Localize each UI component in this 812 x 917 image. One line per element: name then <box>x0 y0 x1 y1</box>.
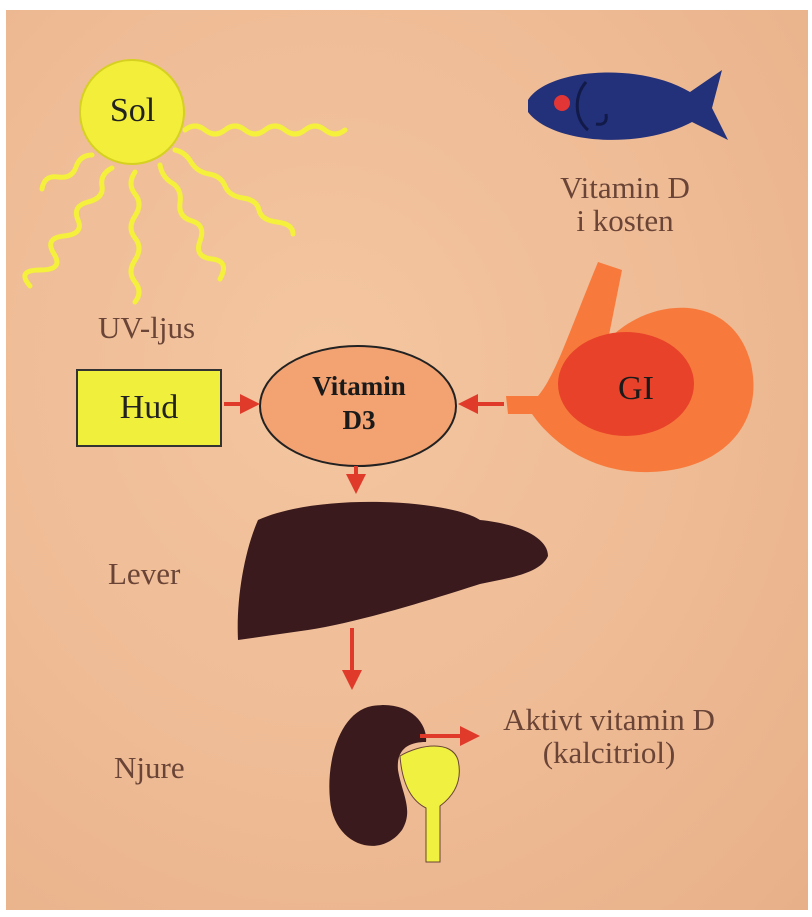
kidney-label: Njure <box>114 752 185 785</box>
dietary-label-line2: i kosten <box>540 205 710 238</box>
skin-box: Hud <box>76 369 222 447</box>
active-label-line1: Aktivt vitamin D <box>484 704 734 737</box>
stomach-icon <box>506 262 753 472</box>
vitamin-d3-label-line2: D3 <box>266 404 452 438</box>
active-label-line2: (kalcitriol) <box>484 737 734 770</box>
sun-label: Sol <box>80 92 185 130</box>
fish-icon <box>528 70 728 140</box>
gi-label: GI <box>596 370 676 408</box>
vitamin-d3-label: Vitamin D3 <box>266 370 452 438</box>
dietary-vitamin-d-label: Vitamin D i kosten <box>540 172 710 237</box>
skin-label: Hud <box>120 389 179 427</box>
liver-label: Lever <box>108 558 180 591</box>
vitamin-d3-label-line1: Vitamin <box>266 370 452 404</box>
liver-icon <box>238 502 548 640</box>
dietary-label-line1: Vitamin D <box>540 172 710 205</box>
kidney-icon <box>329 705 459 862</box>
uv-rays <box>25 126 345 302</box>
uv-light-label: UV-ljus <box>98 312 195 345</box>
active-vitamin-d-label: Aktivt vitamin D (kalcitriol) <box>484 704 734 769</box>
